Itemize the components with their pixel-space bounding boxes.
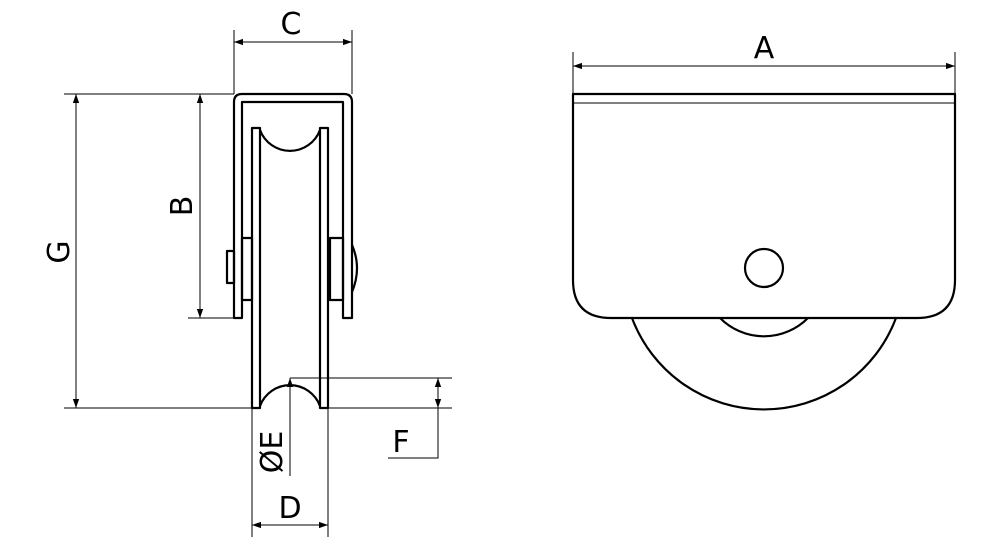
dimension-c: C xyxy=(233,7,353,94)
label-b: B xyxy=(165,196,200,217)
label-f: F xyxy=(392,425,409,460)
bracket xyxy=(232,92,354,320)
label-g: G xyxy=(42,240,77,263)
right-bushing xyxy=(328,236,345,302)
wheel-left-flange xyxy=(250,126,262,410)
wheel-hub xyxy=(719,317,809,338)
groove-top xyxy=(258,129,322,152)
left-bushing xyxy=(240,236,254,302)
dimension-f: F xyxy=(290,377,452,460)
bracket-front xyxy=(571,92,957,320)
dimension-d: D xyxy=(251,408,329,537)
axle-head xyxy=(350,244,359,293)
left-nut xyxy=(225,249,236,285)
label-e: ØE xyxy=(255,431,290,474)
dimension-b: B xyxy=(165,93,234,319)
wheel-right-flange xyxy=(318,126,330,410)
label-d: D xyxy=(278,491,301,526)
side-view xyxy=(225,92,359,410)
wheel xyxy=(630,317,898,411)
dimension-g: G xyxy=(42,93,252,409)
front-view xyxy=(571,92,957,411)
axle-hole xyxy=(743,247,785,289)
label-a: A xyxy=(754,31,775,66)
dimension-a: A xyxy=(572,31,956,94)
dimension-e: ØE xyxy=(255,378,294,476)
label-c: C xyxy=(281,7,302,42)
